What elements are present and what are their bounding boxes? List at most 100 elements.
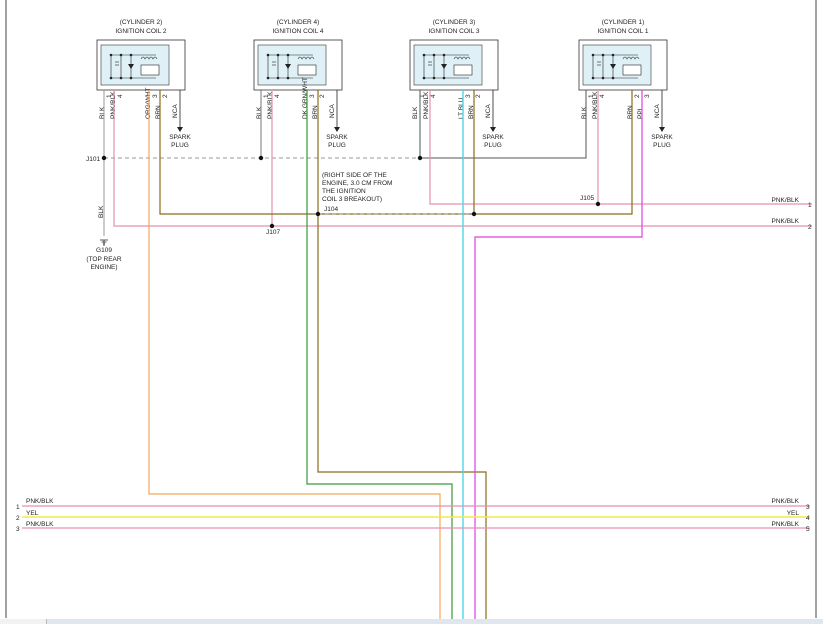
wire-org-wht-coil2 — [148, 90, 441, 624]
splice-dot-coil3 — [417, 155, 423, 161]
pin-wire-label: BLK — [412, 106, 419, 119]
window-bottom-tab[interactable] — [0, 619, 47, 624]
pin-wire-label: BRN — [468, 105, 475, 119]
splice-dot-j105 — [595, 201, 601, 207]
coil-cylinder-label: (CYLINDER 4) — [277, 19, 320, 26]
spark-label: SPARK — [651, 134, 673, 141]
plug-label: PLUG — [171, 142, 189, 149]
pin-number: 3 — [644, 94, 651, 98]
right-pin-1: 1 — [808, 202, 812, 209]
svg-text:THE IGNITION: THE IGNITION — [322, 188, 366, 195]
wire-brn-bus — [159, 90, 633, 215]
wire-blk-coil1 — [420, 90, 587, 159]
splice-dot-bus — [258, 155, 264, 161]
pin-wire-label: BRN — [627, 105, 634, 119]
pin-number: 3 — [152, 94, 159, 98]
spark-plug-arrow-icon — [490, 127, 496, 132]
ignition-module-icon — [453, 64, 473, 76]
splice-dot-j101 — [101, 155, 107, 161]
svg-text:ENGINE): ENGINE) — [90, 264, 117, 271]
pin-wire-label: PPL — [637, 106, 644, 119]
pin-number: 2 — [162, 94, 169, 98]
pin-number: 1 — [106, 94, 113, 98]
pin-wire-label: BLK — [99, 106, 106, 119]
pin-wire-label: DK GRN/WHT — [302, 77, 309, 119]
coil-winding-icon — [453, 56, 471, 60]
splice-j105-label: J105 — [580, 195, 594, 202]
wire-brn-down — [317, 214, 487, 624]
right-wire-label-1: PNK/BLK — [772, 197, 800, 204]
ignition-module-icon — [140, 64, 160, 76]
coil-cylinder-label: (CYLINDER 2) — [120, 19, 163, 26]
spark-plug-arrow-icon — [177, 127, 183, 132]
pin-wire-label: BRN — [155, 105, 162, 119]
splice-dot-j107 — [269, 223, 275, 229]
bottom-right-label-4: YEL — [787, 510, 800, 517]
nca-label: NCA — [329, 104, 336, 118]
bottom-left-label-1: PNK/BLK — [26, 498, 54, 505]
ground-wire-label: BLK — [98, 205, 105, 218]
splice-dot-brn — [471, 211, 477, 217]
coil-winding-icon — [297, 56, 315, 60]
window-bottom-bar — [0, 619, 823, 624]
pin-number: 4 — [599, 94, 606, 98]
pin-number: 3 — [309, 94, 316, 98]
pin-wire-label: LT BLU — [458, 97, 465, 119]
plug-label: PLUG — [653, 142, 671, 149]
pin-number: 1 — [263, 94, 270, 98]
bottom-right-label-3: PNK/BLK — [772, 498, 800, 505]
ground-label: G109 — [96, 247, 112, 254]
right-pin-2: 2 — [808, 224, 812, 231]
pin-wire-label: PNK/BLK — [267, 91, 274, 119]
ground-g109: BLK G109 (TOP REAR ENGINE) — [86, 205, 121, 271]
bottom-left-label-3: PNK/BLK — [26, 521, 54, 528]
spark-label: SPARK — [482, 134, 504, 141]
pin-number: 4 — [430, 94, 437, 98]
plug-label: PLUG — [484, 142, 502, 149]
spark-label: SPARK — [326, 134, 348, 141]
ignition-module-icon — [622, 64, 642, 76]
wires-layer — [22, 90, 812, 624]
spark-label: SPARK — [169, 134, 191, 141]
bottom-right-pin-5: 5 — [806, 526, 810, 533]
splice-j104-label: J104 — [324, 206, 338, 213]
splice-dot-j104 — [315, 211, 321, 217]
bottom-right-label-5: PNK/BLK — [772, 521, 800, 528]
svg-text:COIL 3 BREAKOUT): COIL 3 BREAKOUT) — [322, 196, 382, 203]
svg-text:ENGINE, 3.0 CM FROM: ENGINE, 3.0 CM FROM — [322, 180, 392, 187]
pin-wire-label: BRN — [312, 105, 319, 119]
spark-plug-arrow-icon — [659, 127, 665, 132]
coil-cylinder-label: (CYLINDER 1) — [602, 19, 645, 26]
coil-name-label: IGNITION COIL 3 — [428, 28, 479, 35]
coil-name-label: IGNITION COIL 2 — [115, 28, 166, 35]
wire-pnk-blk-coil2-out2 — [113, 90, 812, 227]
coil-winding-icon — [140, 56, 158, 60]
pin-number: 1 — [588, 94, 595, 98]
pin-number: 1 — [419, 94, 426, 98]
bottom-right-pin-4: 4 — [806, 515, 810, 522]
pin-number: 2 — [634, 94, 641, 98]
ignition-module-icon — [297, 64, 317, 76]
bottom-left-pin-3: 3 — [16, 526, 20, 533]
bottom-left-label-2: YEL — [26, 510, 39, 517]
pin-number: 3 — [465, 94, 472, 98]
location-note: (RIGHT SIDE OF THE ENGINE, 3.0 CM FROM T… — [322, 172, 392, 203]
pin-number: 2 — [319, 94, 326, 98]
pin-wire-label: PNK/BLK — [423, 91, 430, 119]
splice-j107-label: J107 — [266, 229, 280, 236]
wire-dk-grn-wht-coil4 — [306, 90, 453, 624]
bottom-left-pin-2: 2 — [16, 515, 20, 522]
coil-name-label: IGNITION COIL 1 — [597, 28, 648, 35]
splice-j101-label: J101 — [86, 156, 100, 163]
pin-number: 4 — [274, 94, 281, 98]
wire-pnk-blk-coil3-out1 — [429, 90, 812, 205]
svg-text:(TOP REAR: (TOP REAR — [86, 256, 121, 263]
coil-name-label: IGNITION COIL 4 — [272, 28, 323, 35]
nca-label: NCA — [485, 104, 492, 118]
wire-ppl-coil1 — [474, 90, 643, 624]
